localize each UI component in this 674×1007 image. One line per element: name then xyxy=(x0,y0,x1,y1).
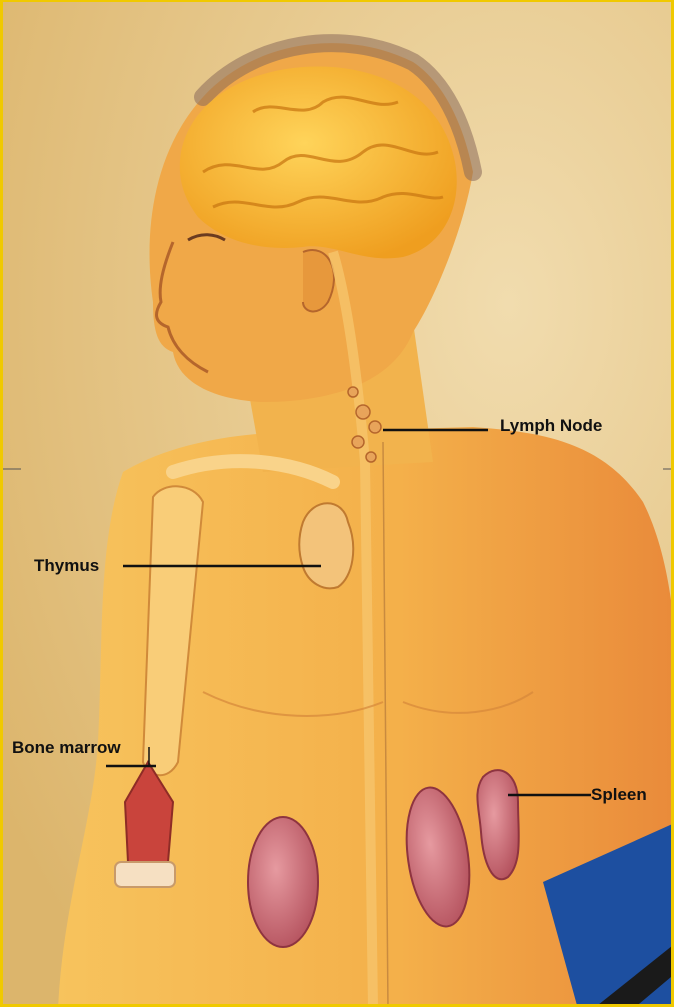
thymus-label: Thymus xyxy=(34,556,99,576)
thymus-shape xyxy=(299,503,353,588)
wrist-bones xyxy=(115,862,175,887)
anatomy-illustration xyxy=(3,2,674,1007)
bone-marrow-label: Bone marrow xyxy=(12,738,121,758)
lymph-node-label: Lymph Node xyxy=(500,416,602,436)
spleen-label: Spleen xyxy=(591,785,647,805)
left-kidney xyxy=(248,817,318,947)
